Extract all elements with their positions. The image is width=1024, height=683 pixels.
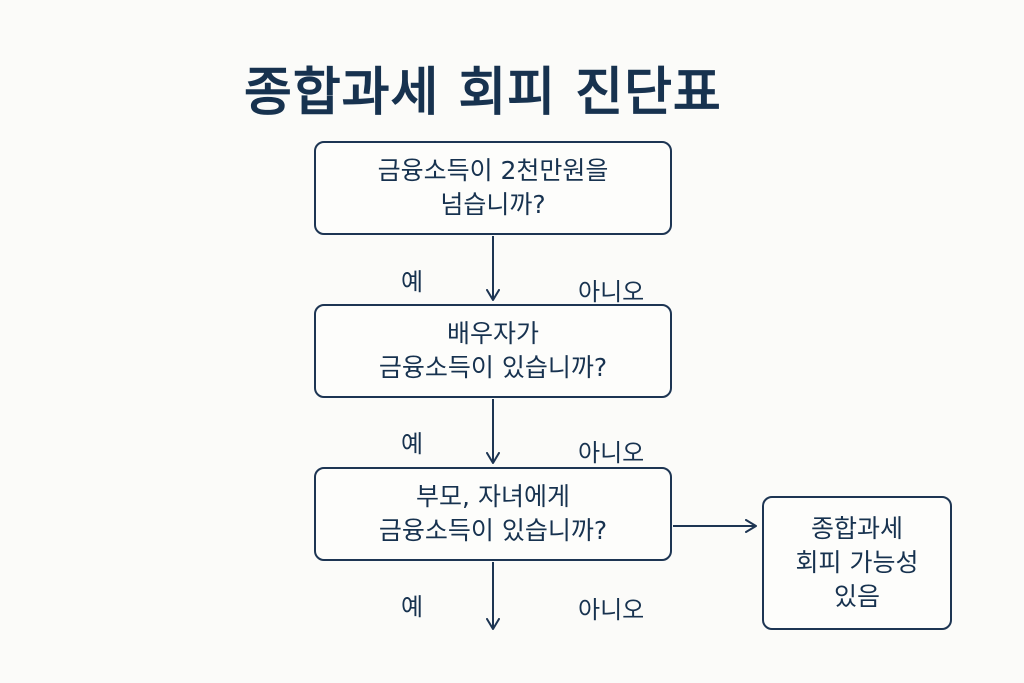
edge-label-q1-no: 아니오 [578,278,645,306]
decision-node-family-income: 부모, 자녀에게 금융소득이 있습니까? [314,467,672,561]
node-text-line: 있음 [833,581,880,611]
node-text-line: 회피 가능성 [795,548,919,578]
node-text-line: 금융소득이 있습니까? [378,516,608,545]
node-text-line: 금융소득이 있습니까? [378,353,608,382]
node-text-line: 넘습니까? [440,190,546,219]
node-text-line: 종합과세 [810,514,903,544]
node-text-line: 배우자가 [446,319,539,349]
edge-label-q3-yes: 예 [401,593,424,621]
result-node-avoidance-possible: 종합과세 회피 가능성 있음 [762,496,952,630]
edge-label-q3-no: 아니오 [578,596,645,624]
edge-label-q2-no: 아니오 [578,439,645,467]
edge-label-q2-yes: 예 [401,430,424,458]
decision-node-spouse-income: 배우자가 금융소득이 있습니까? [314,304,672,398]
node-text-line: 금융소득이 2천만원을 [377,156,609,186]
page-title: 종합과세 회피 진단표 [244,63,722,123]
decision-node-income-threshold: 금융소득이 2천만원을 넘습니까? [314,141,672,235]
node-text-line: 부모, 자녀에게 [416,482,570,512]
edge-label-q1-yes: 예 [401,268,424,296]
